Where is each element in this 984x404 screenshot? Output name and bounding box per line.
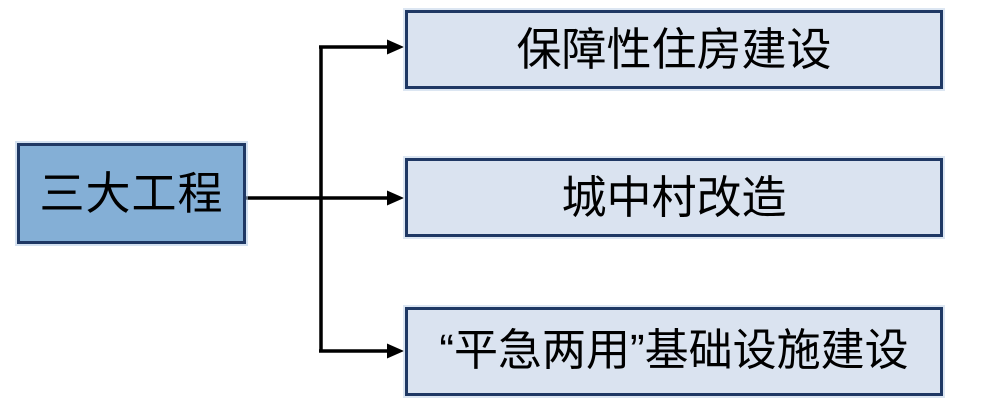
branch-node-label: “平急两用”基础设施建设 xyxy=(439,326,909,376)
branch-node-affordable-housing: 保障性住房建设 xyxy=(405,10,943,89)
arrowhead-bottom-icon xyxy=(387,343,404,359)
root-node-label: 三大工程 xyxy=(39,167,224,219)
branch-node-dual-use-infrastructure: “平急两用”基础设施建设 xyxy=(405,307,943,396)
branch-node-label: 保障性住房建设 xyxy=(516,23,832,75)
branch-node-urban-village: 城中村改造 xyxy=(405,158,943,237)
arrowhead-middle-icon xyxy=(387,190,404,206)
arrowhead-top-icon xyxy=(387,39,404,55)
root-node: 三大工程 xyxy=(17,143,246,244)
branch-node-label: 城中村改造 xyxy=(561,171,787,223)
